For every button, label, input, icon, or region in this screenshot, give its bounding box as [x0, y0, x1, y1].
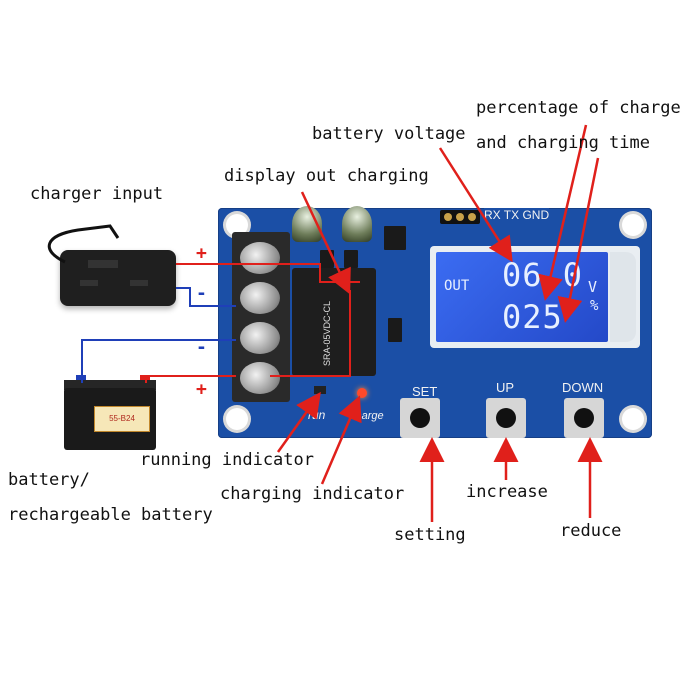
terminal-screw[interactable] [240, 242, 280, 274]
label-battery: battery/ [8, 470, 90, 490]
set-button[interactable] [400, 398, 440, 438]
charger-cable [47, 224, 120, 264]
lcd-out-label: OUT [444, 278, 470, 294]
arrow-battery-voltage [438, 147, 513, 263]
down-label: DOWN [562, 380, 604, 395]
up-label: UP [496, 380, 515, 395]
mounting-hole [226, 408, 248, 430]
arrow-percentage [538, 124, 588, 301]
terminal-screw[interactable] [240, 322, 280, 354]
label-reduce: reduce [560, 521, 622, 541]
mounting-hole [622, 408, 644, 430]
label-charging-time: and charging time [476, 133, 650, 153]
charge-led [357, 388, 367, 398]
label-charging-indicator: charging indicator [220, 484, 405, 504]
up-button[interactable] [486, 398, 526, 438]
terminal-screw[interactable] [240, 362, 280, 394]
lcd-percent-value: 025 [502, 298, 563, 336]
label-battery-voltage: battery voltage [312, 124, 466, 144]
transistor [344, 250, 358, 268]
wire-battery-relay [270, 290, 351, 377]
charger-adapter [60, 250, 176, 306]
lcd-tab [610, 252, 636, 342]
battery: 55-B24 [64, 388, 156, 450]
arrow-display-out [300, 191, 351, 295]
mounting-hole [226, 214, 248, 236]
wire-battery-minus [81, 339, 236, 383]
polarity-minus-lower: - [196, 337, 207, 358]
mounting-hole [622, 214, 644, 236]
arrow-running-indicator [276, 391, 321, 453]
polarity-minus-upper: - [196, 283, 207, 304]
terminal-block [232, 232, 290, 402]
diode [388, 318, 402, 342]
arrow-charging-time [557, 157, 600, 323]
battery-top [64, 380, 156, 390]
header-label: RX TX GND [484, 208, 550, 222]
label-charger-input: charger input [30, 184, 164, 204]
label-setting: setting [394, 525, 466, 545]
polarity-plus-bottom: + [196, 379, 207, 400]
capacitor [342, 206, 372, 242]
label-increase: increase [466, 482, 548, 502]
polarity-plus-top: + [196, 243, 207, 264]
battery-sticker: 55-B24 [94, 406, 150, 432]
wire-battery-plus [145, 375, 236, 383]
down-button[interactable] [564, 398, 604, 438]
terminal-screw[interactable] [240, 282, 280, 314]
label-running-indicator: running indicator [140, 450, 314, 470]
run-led [314, 386, 326, 394]
ic-chip [384, 226, 406, 250]
serial-header [440, 210, 480, 224]
label-rechargeable-battery: rechargeable battery [8, 505, 213, 525]
wire-charger-plus [176, 263, 360, 283]
arrow-charging-indicator [320, 395, 362, 485]
label-percentage-of-charge: percentage of charge [476, 98, 681, 118]
lcd-percent-unit: % [590, 298, 599, 314]
set-label: SET [412, 384, 438, 399]
wire-charger-minus [176, 287, 236, 307]
lcd-voltage-unit: V [588, 278, 598, 296]
label-display-out-charging: display out charging [224, 166, 429, 186]
